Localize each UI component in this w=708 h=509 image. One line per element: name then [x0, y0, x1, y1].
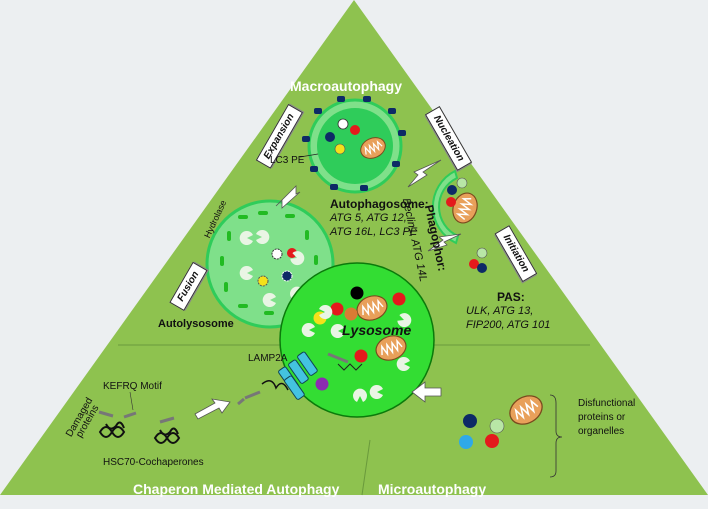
microautophagy-title: Microautophagy: [378, 481, 487, 497]
pas-proteins-1: ULK, ATG 13,: [466, 305, 534, 317]
disfunctional-label-1: Disfunctional: [578, 398, 636, 409]
disfunctional-label-3: organelles: [578, 426, 625, 437]
lysosome-organelle: [279, 262, 435, 418]
cma-title: Chaperon Mediated Autophagy: [133, 481, 340, 497]
disfunctional-label-2: proteins or: [578, 412, 626, 423]
autophagosome-proteins-2: ATG 16L, LC3 PE: [330, 226, 418, 238]
pas-proteins-2: FIP200, ATG 101: [466, 319, 551, 331]
lysosome-label: Lysosome: [342, 322, 412, 338]
kefrq-label: KEFRQ Motif: [103, 381, 162, 392]
pas-cluster: [469, 247, 488, 273]
phagophore: [431, 169, 482, 245]
autophagosome-proteins-1: ATG 5, ATG 12,: [330, 212, 407, 224]
hsc70-label: HSC70-Cochaperones: [103, 457, 204, 468]
lamp2a-label: LAMP2A: [248, 353, 288, 364]
flow-arrows: [194, 159, 462, 420]
lamp2a-receptor: [237, 351, 318, 406]
damaged-proteins: [98, 391, 181, 444]
pas-label: PAS:: [497, 290, 525, 304]
lc3-dots: [302, 96, 406, 191]
autophagosome-label: Autophagosome:: [330, 197, 429, 211]
autolysosome-label: Autolysosome: [158, 318, 234, 330]
autophagosome: [299, 96, 406, 194]
lc3pe-label: LC3 PE: [270, 155, 305, 166]
micro-cargo: [459, 389, 563, 478]
section-divider: [361, 439, 371, 496]
triangle-background: [0, 0, 708, 495]
macroautophagy-title: Macroautophagy: [290, 78, 403, 94]
